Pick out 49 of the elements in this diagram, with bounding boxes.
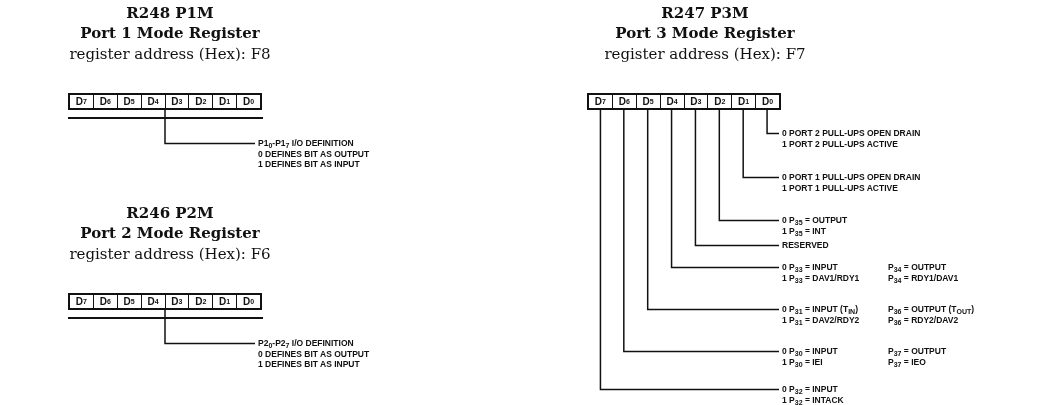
leader-line — [164, 309, 256, 345]
bit-description: 0 DEFINES BIT AS OUTPUT — [258, 348, 370, 359]
leader-line — [694, 107, 780, 247]
leader-line — [599, 107, 780, 391]
bit-description: P1$_{0}$-P1$_{7}$ I/O DEFINITION — [258, 138, 355, 149]
register-box — [68, 93, 262, 110]
bit-description: 1 P$_{32}$ = INTACK — [782, 394, 844, 405]
bit-description: 1 P$_{31}$ = DAV2/RDY2 — [782, 314, 861, 325]
bit-description: RESERVED — [782, 240, 829, 251]
register-heading: R248 P1M — [126, 4, 214, 22]
bit-description: 0 P$_{32}$ = INPUT — [782, 384, 839, 395]
bit-description: 1 PORT 1 PULL-UPS ACTIVE — [782, 182, 899, 193]
bit-description: P$_{36}$ = RDY2/DAV2 — [888, 314, 960, 325]
bit-description: P$_{37}$ = OUTPUT — [888, 346, 947, 357]
leader-line — [742, 107, 780, 179]
bit-description: 0 PORT 1 PULL-UPS OPEN DRAIN — [782, 172, 921, 183]
bit-description: 0 P$_{31}$ = INPUT (T$_{IN}$) — [782, 304, 859, 315]
bit-description: 0 P$_{35}$ = OUTPUT — [782, 215, 848, 226]
register-heading: R246 P2M — [126, 204, 214, 222]
bit-description: P$_{36}$ = OUTPUT (T$_{OUT}$) — [888, 304, 975, 315]
bit-description: P$_{34}$ = OUTPUT — [888, 262, 948, 273]
register-heading: Port 2 Mode Register — [80, 224, 260, 242]
leader-line — [718, 107, 780, 222]
register-heading: Port 3 Mode Register — [615, 24, 795, 42]
leader-line — [164, 109, 256, 145]
bit-description: 0 DEFINES BIT AS OUTPUT — [258, 148, 370, 159]
bit-description: 1 P$_{33}$ = DAV1/RDY1 — [782, 272, 861, 283]
register-heading: R247 P3M — [661, 4, 749, 22]
address-text: register address (Hex): F8 — [69, 45, 271, 63]
address-text: register address (Hex): F6 — [69, 245, 271, 263]
leader-line — [646, 107, 780, 311]
bit-description: P$_{37}$ = IEO — [888, 356, 927, 367]
bit-description: P2$_{0}$-P2$_{7}$ I/O DEFINITION — [258, 338, 355, 349]
register-heading: Port 1 Mode Register — [80, 24, 260, 42]
leader-line — [623, 107, 780, 353]
leader-line — [766, 107, 780, 135]
bit-description: 0 P$_{33}$ = INPUT — [782, 262, 839, 273]
leader-line — [670, 107, 780, 269]
bit-description: 1 P$_{30}$ = IEI — [782, 356, 824, 367]
bit-description: 1 DEFINES BIT AS INPUT — [258, 359, 361, 370]
bit-description: 1 DEFINES BIT AS INPUT — [258, 159, 361, 170]
bit-description: P$_{34}$ = RDY1/DAV1 — [888, 272, 959, 283]
bit-description: 1 P$_{35}$ = INT — [782, 225, 827, 236]
register-box — [587, 93, 781, 110]
bit-description: 0 P$_{30}$ = INPUT — [782, 346, 839, 357]
register-box — [68, 293, 262, 310]
bit-description: 1 PORT 2 PULL-UPS ACTIVE — [782, 138, 899, 149]
address-text: register address (Hex): F7 — [604, 45, 806, 63]
bit-description: 0 PORT 2 PULL-UPS OPEN DRAIN — [782, 128, 921, 139]
